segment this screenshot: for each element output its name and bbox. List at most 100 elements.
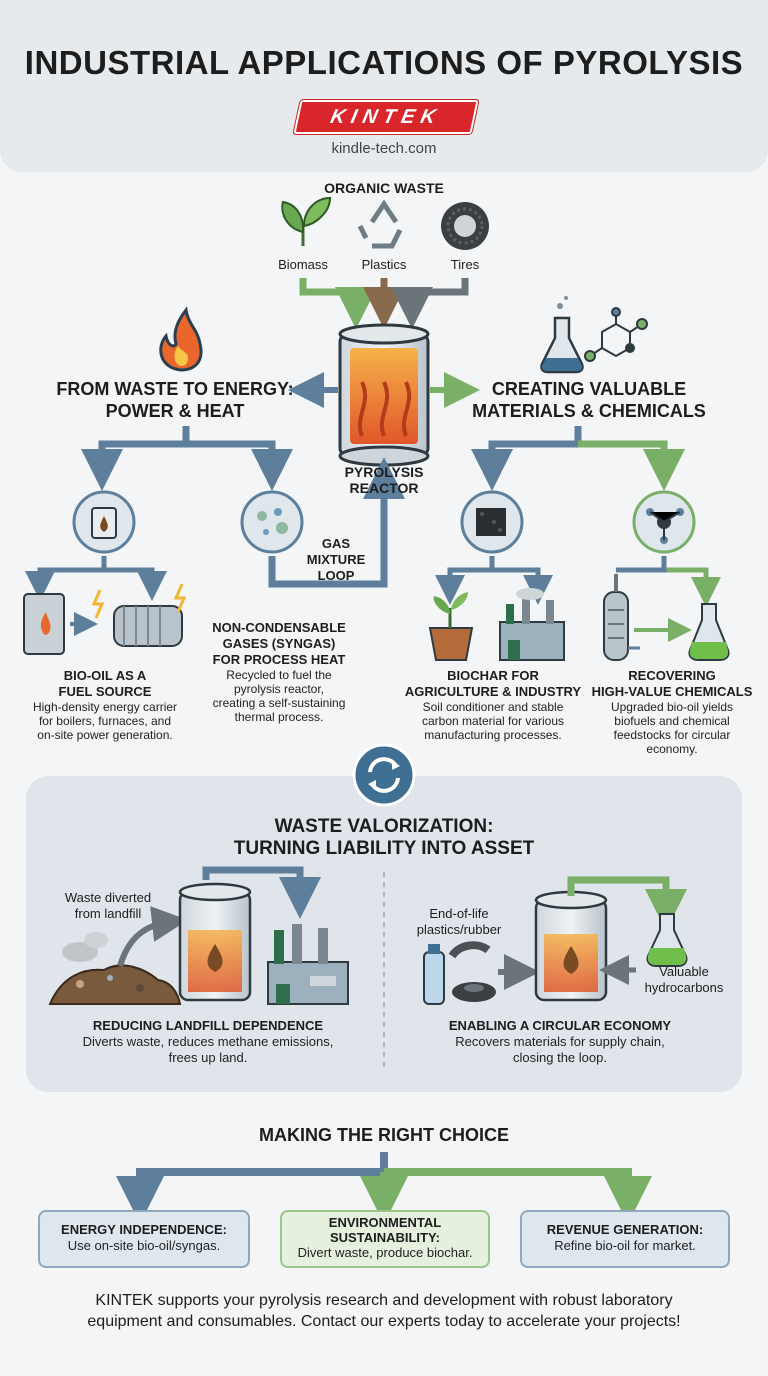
tire-icon: [441, 202, 489, 250]
input-tires: Tires: [450, 257, 480, 272]
gas-loop-line3: LOOP: [317, 568, 355, 583]
landfill-title: REDUCING LANDFILL DEPENDENCE: [92, 1018, 324, 1033]
valorization-heading-line1: WASTE VALORIZATION:: [274, 816, 494, 837]
chemicals-title-line2: HIGH-VALUE CHEMICALS: [591, 684, 753, 699]
landfill-desc-line1: Diverts waste, reduces methane emissions…: [82, 1034, 334, 1049]
landfill-note-line1: Waste diverted: [64, 890, 152, 905]
reactor-small-icon-1: [178, 882, 252, 1002]
option-energy-independence[interactable]: ENERGY INDEPENDENCE: Use on-site bio-oil…: [38, 1210, 250, 1268]
distillation-column-icon: [603, 574, 692, 661]
energy-heading: FROM WASTE TO ENERGY: POWER & HEAT: [40, 378, 310, 422]
biochar-title-line2: AGRICULTURE & INDUSTRY: [404, 684, 582, 699]
gas-loop-line2: MIXTURE: [306, 552, 366, 567]
biochar-desc-line2: carbon material for various: [421, 714, 565, 728]
chemistry-flask-icon: [540, 296, 584, 374]
option-revenue-desc: Refine bio-oil for market.: [554, 1238, 696, 1253]
circular-desc-line1: Recovers materials for supply chain,: [455, 1034, 665, 1049]
option-env-title-line1: ENVIRONMENTAL: [328, 1215, 442, 1230]
circular-block: ENABLING A CIRCULAR ECONOMY Recovers mat…: [392, 1018, 728, 1066]
biochar-block: BIOCHAR FOR AGRICULTURE & INDUSTRY Soil …: [400, 668, 586, 742]
chemicals-title-line1: RECOVERING: [628, 668, 716, 683]
option-environmental-sustainability[interactable]: ENVIRONMENTAL SUSTAINABILITY: Divert was…: [280, 1210, 490, 1268]
circular-note: End-of-life plastics/rubber: [404, 906, 514, 938]
landfill-desc-line2: frees up land.: [168, 1050, 248, 1065]
input-plastics: Plastics: [361, 257, 407, 272]
hydrocarbon-flask-icon: [646, 913, 688, 967]
flame-icon: [159, 306, 203, 372]
syngas-block: NON-CONDENSABLE GASES (SYNGAS) FOR PROCE…: [196, 620, 362, 724]
chemicals-desc-line4: economy.: [646, 742, 698, 756]
option-env-desc: Divert waste, produce biochar.: [297, 1245, 473, 1260]
valorization-heading: WASTE VALORIZATION: TURNING LIABILITY IN…: [184, 816, 584, 860]
rubber-tire-icon: [448, 941, 496, 1002]
energy-heading-line2: POWER & HEAT: [105, 401, 245, 421]
valorization-heading-line2: TURNING LIABILITY INTO ASSET: [233, 838, 535, 859]
hydrocarbons-note: Valuable hydrocarbons: [624, 964, 744, 996]
molecule-icon: [584, 307, 648, 362]
gas-loop-line1: GAS: [321, 536, 351, 551]
chemicals-desc-line1: Upgraded bio-oil yields: [610, 700, 734, 714]
circular-note-line1: End-of-life: [429, 906, 489, 921]
circular-desc-line2: closing the loop.: [513, 1050, 607, 1065]
gas-bubbles-icon: [240, 490, 304, 554]
syngas-desc-line2: pyrolysis reactor,: [233, 682, 325, 696]
option-energy-desc: Use on-site bio-oil/syngas.: [67, 1238, 221, 1253]
footer-text: KINTEK supports your pyrolysis research …: [40, 1290, 728, 1332]
biochar-cube-icon: [460, 490, 524, 554]
reactor-label: PYROLYSIS REACTOR: [324, 464, 444, 496]
syngas-desc-line3: creating a self-sustaining: [212, 696, 346, 710]
reactor-label-line2: REACTOR: [349, 480, 419, 496]
molecule-circle-icon: [632, 490, 696, 554]
footer-line2: equipment and consumables. Contact our e…: [87, 1313, 681, 1330]
biochar-desc-line3: manufacturing processes.: [424, 728, 562, 742]
option-energy-title: ENERGY INDEPENDENCE:: [61, 1222, 227, 1237]
syngas-desc-line1: Recycled to fuel the: [226, 668, 332, 682]
hydrocarbons-note-line2: hydrocarbons: [644, 980, 724, 995]
materials-heading: CREATING VALUABLE MATERIALS & CHEMICALS: [464, 378, 714, 422]
chemicals-desc-line3: feedstocks for circular: [613, 728, 731, 742]
plant-pot-icon: [428, 592, 474, 661]
chemicals-desc-line2: biofuels and chemical: [614, 714, 730, 728]
option-revenue-title: REVENUE GENERATION:: [546, 1222, 704, 1237]
footer-line1: KINTEK supports your pyrolysis research …: [95, 1292, 673, 1309]
fuel-canister-icon: [72, 490, 136, 554]
circular-title: ENABLING A CIRCULAR ECONOMY: [448, 1018, 672, 1033]
circular-note-line2: plastics/rubber: [416, 922, 502, 937]
generator-icon: [91, 583, 187, 647]
biomass-icon: [281, 196, 332, 246]
boiler-icon: [23, 593, 98, 655]
plastic-bottle-icon: [423, 944, 445, 1005]
bio-oil-title-line1: BIO-OIL AS A: [63, 668, 147, 683]
gas-loop-label: GAS MIXTURE LOOP: [296, 536, 376, 584]
reactor-label-line1: PYROLYSIS: [344, 464, 424, 480]
chemicals-block: RECOVERING HIGH-VALUE CHEMICALS Upgraded…: [582, 668, 762, 756]
option-env-title-line2: SUSTAINABILITY:: [329, 1230, 440, 1245]
energy-heading-line1: FROM WASTE TO ENERGY:: [56, 379, 294, 399]
recycle-icon: [357, 199, 403, 249]
reactor-small-icon-2: [534, 890, 608, 1002]
choice-heading: MAKING THE RIGHT CHOICE: [259, 1125, 509, 1145]
hydrocarbons-note-line1: Valuable: [659, 964, 709, 979]
landfill-icon: [48, 932, 182, 1005]
bio-oil-desc-line2: for boilers, furnaces, and: [38, 714, 172, 728]
syngas-desc-line4: thermal process.: [234, 710, 324, 724]
biochar-desc-line1: Soil conditioner and stable: [422, 700, 564, 714]
biochar-title-line1: BIOCHAR FOR: [447, 668, 539, 683]
reactor-icon: [338, 323, 430, 467]
page-title: INDUSTRIAL APPLICATIONS OF PYROLYSIS: [24, 44, 744, 81]
organic-waste-heading: ORGANIC WASTE: [324, 180, 444, 196]
input-biomass: Biomass: [278, 257, 328, 272]
factory-icon-2: [267, 924, 349, 1005]
bio-oil-block: BIO-OIL AS A FUEL SOURCE High-density en…: [10, 668, 200, 742]
landfill-note-line2: from landfill: [74, 906, 142, 921]
landfill-note: Waste diverted from landfill: [48, 890, 168, 922]
option-revenue-generation[interactable]: REVENUE GENERATION: Refine bio-oil for m…: [520, 1210, 730, 1268]
materials-heading-line2: MATERIALS & CHEMICALS: [472, 401, 706, 421]
header-banner: [0, 0, 768, 172]
syngas-title-line3: FOR PROCESS HEAT: [212, 652, 346, 667]
landfill-block: REDUCING LANDFILL DEPENDENCE Diverts was…: [40, 1018, 376, 1066]
bio-oil-title-line2: FUEL SOURCE: [58, 684, 152, 699]
cycle-icon: [352, 743, 416, 807]
site-url[interactable]: kindle-tech.com: [331, 140, 437, 157]
